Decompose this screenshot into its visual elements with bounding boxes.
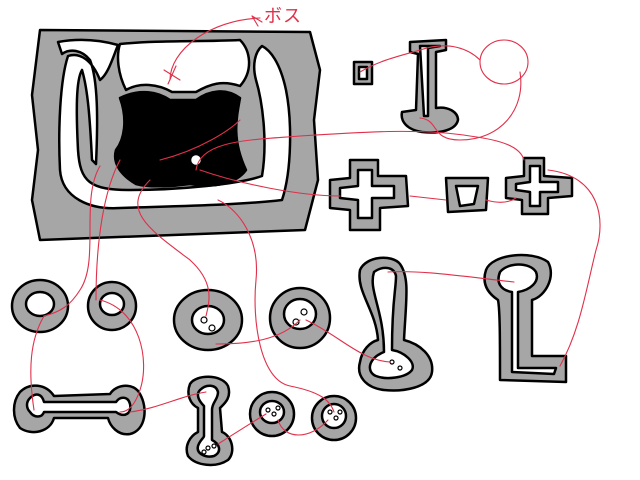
ring-room-4 <box>268 286 332 350</box>
ring-room-3 <box>172 288 244 352</box>
boss-room <box>30 28 322 242</box>
boss-label: ボス <box>264 6 302 27</box>
ring-room-2 <box>86 280 138 332</box>
ring-room-1 <box>10 278 70 334</box>
hook-room <box>400 38 460 134</box>
boss-pit <box>113 90 248 188</box>
connection-paths <box>30 15 601 445</box>
